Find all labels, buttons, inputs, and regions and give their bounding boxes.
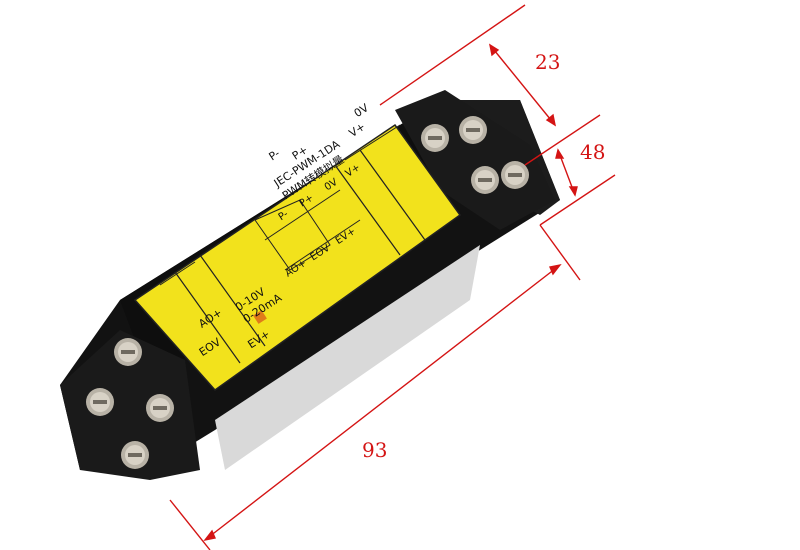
screw-icon — [86, 388, 114, 416]
bottom-terminal-block — [60, 330, 200, 480]
screw-icon — [114, 338, 142, 366]
screw-icon — [421, 124, 449, 152]
dimension-label-length: 93 — [362, 438, 388, 462]
yellow-label — [133, 123, 462, 392]
dimension-label-width: 23 — [535, 50, 561, 74]
terminal-v-plus: V+ — [347, 120, 368, 140]
terminal-p-minus: P- — [267, 147, 283, 164]
screw-icon — [121, 441, 149, 469]
status-led-icon — [253, 310, 267, 324]
terminal-0v: 0V — [352, 101, 372, 120]
screw-icon — [471, 166, 499, 194]
dimension-arrow-23 — [489, 44, 556, 126]
dimension-label-height: 48 — [580, 140, 606, 164]
dimension-arrow-93 — [204, 264, 561, 541]
screw-icon — [459, 116, 487, 144]
dimension-lines — [169, 4, 616, 550]
top-terminal-block — [395, 90, 555, 230]
screw-icon — [501, 161, 529, 189]
screw-icon — [146, 394, 174, 422]
